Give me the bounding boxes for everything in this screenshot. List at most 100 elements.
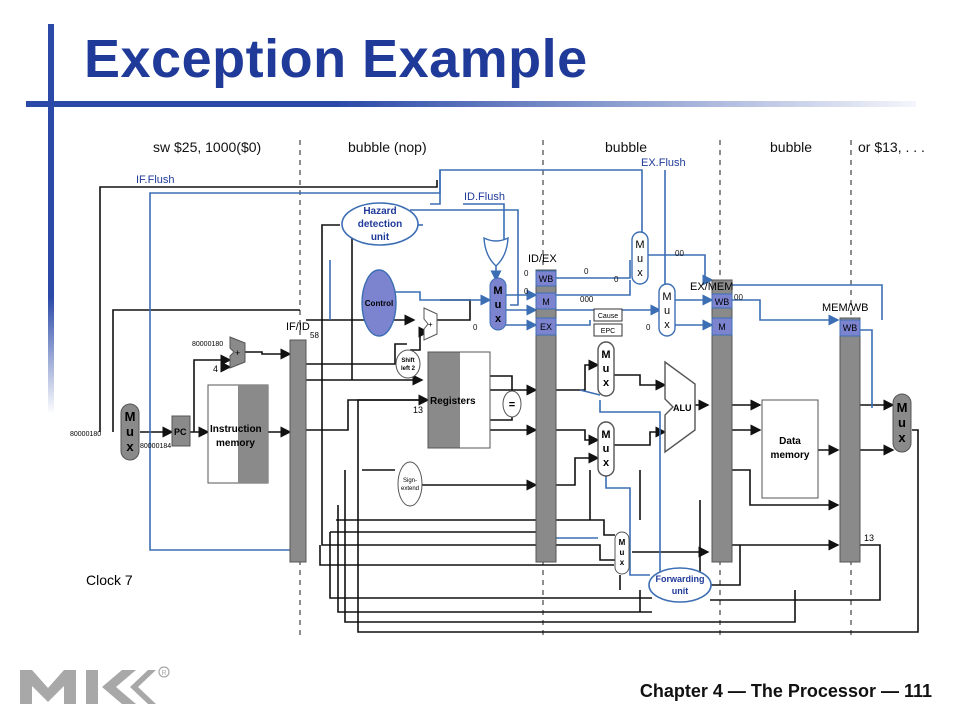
svg-text:Instruction: Instruction — [210, 424, 262, 435]
slide-footer: Chapter 4 — The Processor — 111 — [639, 681, 932, 701]
svg-text:unit: unit — [672, 586, 689, 596]
if-mux: M u x — [120, 403, 140, 461]
clock-label: Clock 7 — [86, 572, 133, 588]
svg-text:EPC: EPC — [601, 328, 615, 335]
const-0-d: 0 — [584, 267, 589, 276]
stage-label-mem: bubble — [770, 139, 812, 155]
svg-text:Sign-: Sign- — [403, 478, 417, 484]
const-0-c: 0 — [473, 323, 478, 332]
svg-text:EX: EX — [540, 322, 552, 332]
regdst-mux: M u x — [614, 531, 630, 575]
reg-13-label: 13 — [413, 405, 423, 415]
control-unit: Control — [361, 269, 397, 337]
svg-text:x: x — [603, 457, 610, 469]
svg-text:x: x — [898, 430, 906, 445]
stage-label-id: bubble (nop) — [348, 139, 427, 155]
exmem-fields: WB M — [711, 293, 733, 336]
wb-mux: M u x — [892, 393, 912, 453]
svg-text:left 2: left 2 — [401, 366, 416, 372]
pc-adder — [229, 336, 246, 369]
instruction-memory: Instruction memory — [207, 384, 269, 484]
svg-text:Hazard: Hazard — [363, 206, 396, 217]
data-memory: Data memory — [761, 399, 819, 499]
stage-labels: sw $25, 1000($0) bubble (nop) bubble bub… — [153, 139, 925, 155]
svg-text:=: = — [509, 399, 515, 411]
svg-text:PC: PC — [174, 427, 187, 437]
control-wires — [149, 169, 883, 576]
svg-text:M: M — [897, 400, 908, 415]
constant-labels: 0 0 0 0 0 0 000 00 00 — [473, 249, 743, 332]
svg-text:R: R — [162, 670, 167, 677]
memwb-fields: WB — [839, 319, 861, 337]
svg-text:u: u — [898, 415, 906, 430]
const-0-f: 0 — [646, 323, 651, 332]
publisher-logo: R — [20, 666, 170, 704]
svg-text:memory: memory — [771, 450, 810, 461]
svg-text:Shift: Shift — [401, 358, 414, 364]
const-00-a: 00 — [675, 249, 684, 258]
idex-label: ID/EX — [528, 253, 557, 265]
svg-text:WB: WB — [539, 274, 554, 284]
ifid-value: 58 — [310, 331, 319, 340]
pc-adder-plus: + — [235, 348, 240, 358]
svg-text:M: M — [542, 297, 550, 307]
svg-text:extend: extend — [401, 486, 419, 492]
datapath-wires — [99, 180, 919, 633]
const-0-b: 0 — [524, 287, 529, 296]
branch-adder — [423, 307, 438, 341]
svg-text:M: M — [662, 291, 671, 303]
epc-register: EPC — [593, 323, 623, 337]
svg-text:u: u — [664, 305, 670, 317]
alu-mux-a: M u x — [597, 341, 615, 397]
pc-addr-3: 80000184 — [140, 443, 171, 450]
sign-extend: Sign- extend — [397, 461, 423, 507]
svg-text:u: u — [603, 363, 610, 375]
alu: ALU — [664, 360, 696, 454]
if-flush-label: IF.Flush — [136, 174, 175, 186]
svg-text:M: M — [619, 538, 626, 547]
ifid-register — [289, 339, 307, 563]
stage-label-ex: bubble — [605, 139, 647, 155]
svg-text:u: u — [126, 424, 134, 439]
svg-text:M: M — [493, 285, 502, 297]
svg-text:x: x — [603, 377, 610, 389]
pc-addr-1: 80000180 — [70, 431, 101, 438]
stage-label-if: sw $25, 1000($0) — [153, 139, 261, 155]
exmem-register — [711, 279, 733, 563]
pipeline-diagram: sw $25, 1000($0) bubble (nop) bubble bub… — [70, 139, 925, 640]
svg-text:u: u — [637, 253, 643, 265]
pc-addr-2: 80000180 — [192, 341, 223, 348]
svg-text:u: u — [620, 548, 625, 557]
forwarding-unit: Forwarding unit — [648, 567, 712, 603]
flush-labels: IF.Flush ID.Flush EX.Flush — [136, 157, 686, 203]
memwb-13-label: 13 — [864, 533, 874, 543]
title-accent-bar-horizontal — [26, 101, 916, 107]
svg-text:detection: detection — [358, 219, 402, 230]
ex-flush-mux-bottom: M u x — [658, 283, 676, 337]
const-00-b: 00 — [734, 293, 743, 302]
svg-text:memory: memory — [216, 438, 255, 449]
svg-text:WB: WB — [843, 323, 858, 333]
const-0-a: 0 — [524, 269, 529, 278]
memwb-register — [839, 317, 861, 563]
id-control-mux: M u x — [489, 277, 507, 331]
svg-text:x: x — [126, 439, 134, 454]
svg-text:M: M — [635, 239, 644, 251]
svg-text:ALU: ALU — [673, 403, 692, 413]
alu-mux-b: M u x — [597, 421, 615, 477]
memwb-label: MEM/WB — [822, 302, 868, 314]
title-accent-bar-vertical — [48, 24, 54, 414]
svg-text:u: u — [495, 299, 502, 311]
svg-text:x: x — [664, 319, 670, 331]
id-flush-label: ID.Flush — [464, 191, 505, 203]
svg-text:u: u — [603, 443, 610, 455]
svg-text:x: x — [495, 313, 502, 325]
hazard-detection-unit: Hazard detection unit — [341, 202, 419, 246]
const-000: 000 — [580, 295, 594, 304]
ifid-label: IF/ID — [286, 321, 310, 333]
svg-text:WB: WB — [715, 297, 730, 307]
cause-register: Cause — [593, 308, 623, 322]
svg-text:Data: Data — [779, 436, 801, 447]
svg-text:Registers: Registers — [430, 396, 476, 407]
svg-text:unit: unit — [371, 232, 390, 243]
